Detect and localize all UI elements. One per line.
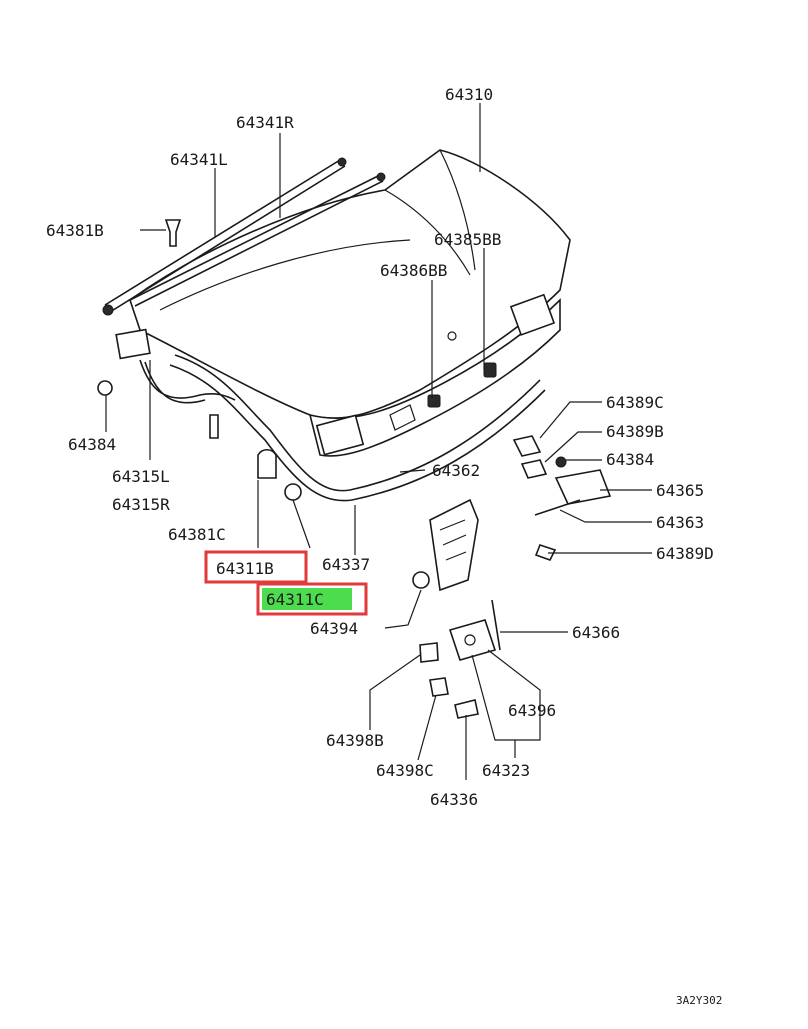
part-labels: 64310 64341R 64341L 64381B 64385BB 64386… [46, 85, 722, 1007]
label-64341l: 64341L [170, 150, 228, 169]
label-64323: 64323 [482, 761, 530, 780]
label-64315l: 64315L [112, 467, 170, 486]
diagram-code: 3A2Y302 [676, 994, 722, 1007]
label-64396: 64396 [508, 701, 556, 720]
label-64385bb: 64385BB [434, 230, 501, 249]
label-64381c: 64381C [168, 525, 226, 544]
small-parts [97, 219, 497, 589]
leader-lines [105, 103, 652, 780]
label-64310: 64310 [445, 85, 493, 104]
label-64389d: 64389D [656, 544, 714, 563]
label-64315r: 64315R [112, 495, 170, 514]
label-64384-right: 64384 [606, 450, 654, 469]
label-64398b: 64398B [326, 731, 384, 750]
label-64365: 64365 [656, 481, 704, 500]
label-64362: 64362 [432, 461, 480, 480]
label-64381b: 64381B [46, 221, 104, 240]
label-64389b: 64389B [606, 422, 664, 441]
highlight-fill-64311c [262, 588, 352, 610]
label-64389c: 64389C [606, 393, 664, 412]
label-64341r: 64341R [236, 113, 294, 132]
highlight-box-64311c [256, 582, 368, 616]
label-64366: 64366 [572, 623, 620, 642]
label-64384-left: 64384 [68, 435, 116, 454]
label-64363: 64363 [656, 513, 704, 532]
label-64337: 64337 [322, 555, 370, 574]
lock-parts-right [512, 435, 612, 561]
release-cable [115, 328, 236, 404]
label-64398c: 64398C [376, 761, 434, 780]
highlight-box-64311b [204, 550, 308, 584]
striker-bracket [429, 498, 479, 592]
trunk-lid [129, 149, 571, 457]
label-64311b: 64311B [216, 559, 274, 578]
hinge-arms [102, 157, 386, 316]
label-64386bb: 64386BB [380, 261, 447, 280]
label-64394: 64394 [310, 619, 358, 638]
weatherstrip [169, 354, 546, 502]
label-64336: 64336 [430, 790, 478, 809]
latch [419, 599, 501, 719]
label-64311c: 64311C [266, 590, 324, 609]
